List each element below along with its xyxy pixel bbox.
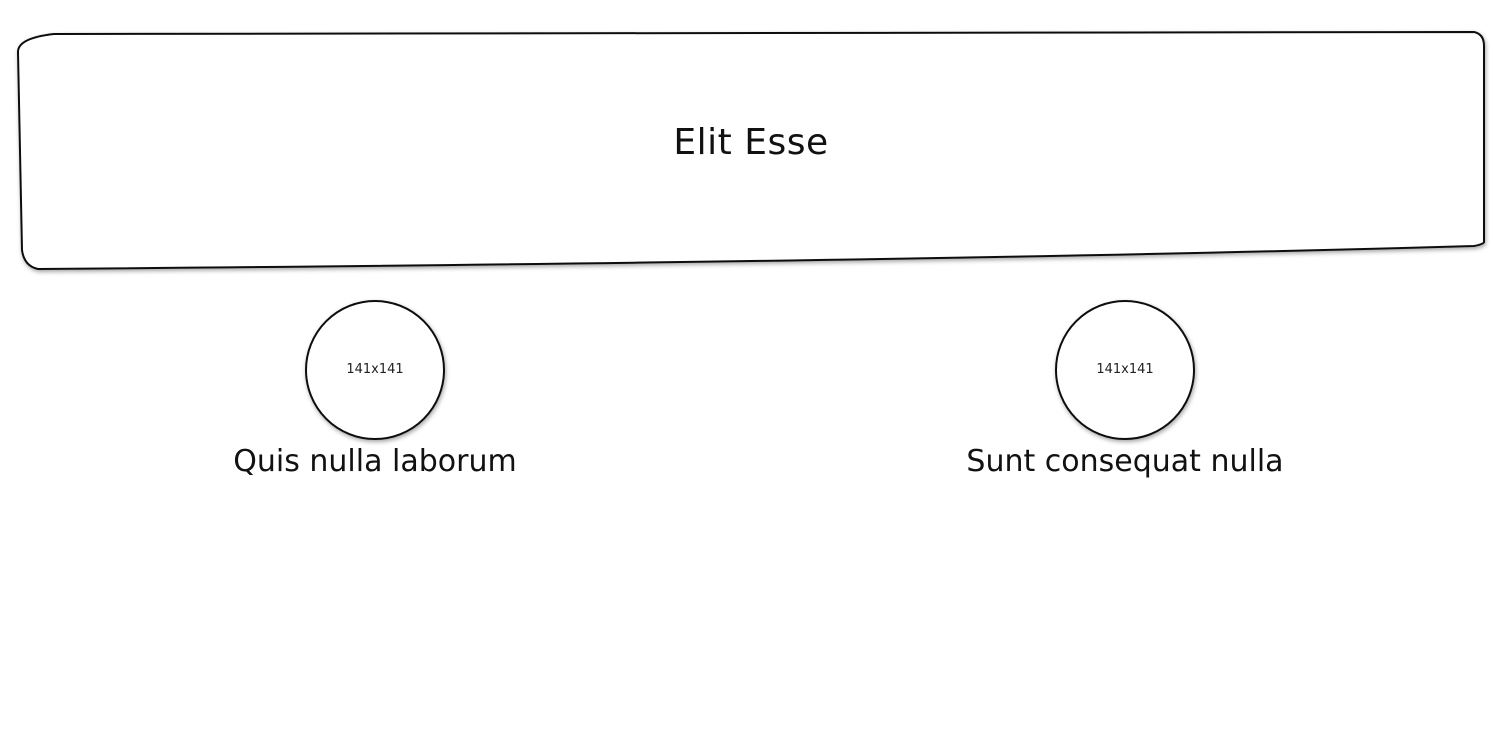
avatar-caption-1: Quis nulla laborum — [233, 444, 517, 479]
avatar-caption-2: Sunt consequat nulla — [966, 444, 1284, 479]
header-banner: Elit Esse — [14, 30, 1488, 274]
avatar-circle-icon — [305, 300, 445, 440]
avatar-dimensions-1: 141x141 — [346, 362, 404, 377]
avatar-card-1: 141x141 Quis nulla laborum — [205, 300, 545, 479]
avatar-placeholder-2: 141x141 — [1055, 300, 1195, 440]
avatar-dimensions-2: 141x141 — [1096, 362, 1154, 377]
avatar-card-2: 141x141 Sunt consequat nulla — [955, 300, 1295, 479]
banner-frame — [16, 30, 1485, 271]
avatar-placeholder-1: 141x141 — [305, 300, 445, 440]
avatar-circle-icon — [1055, 300, 1195, 440]
banner-title: Elit Esse — [673, 122, 829, 163]
